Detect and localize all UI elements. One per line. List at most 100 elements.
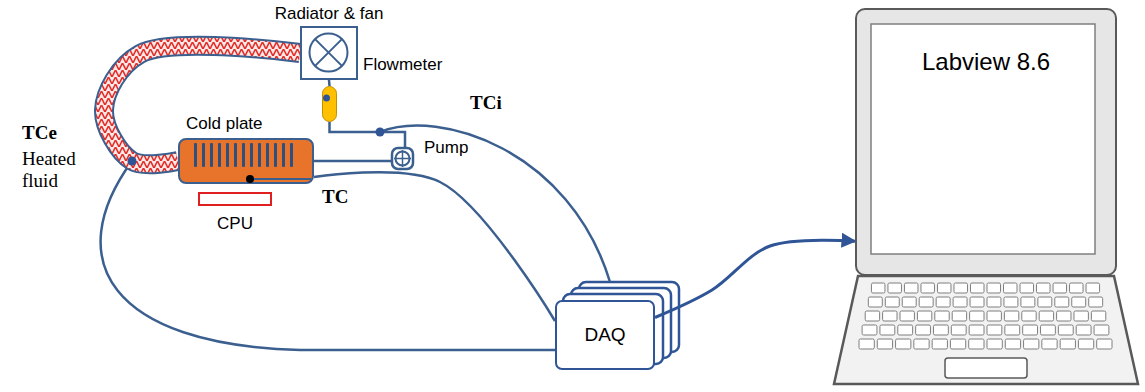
tube-line bbox=[314, 161, 392, 162]
keyboard-key bbox=[888, 283, 902, 293]
cpu-chip: CPU bbox=[198, 192, 272, 206]
drawing-part bbox=[194, 143, 197, 167]
keyboard-key bbox=[970, 311, 984, 321]
keyboard-key bbox=[1060, 339, 1075, 349]
keyboard-key bbox=[1097, 339, 1112, 349]
radiator-box: Radiator & fan bbox=[300, 26, 358, 80]
keyboard-key bbox=[953, 297, 967, 307]
keyboard-key bbox=[1070, 283, 1084, 293]
keyboard-key bbox=[868, 297, 882, 307]
drawing-part bbox=[246, 175, 254, 183]
drawing-part bbox=[310, 34, 348, 72]
keyboard-key bbox=[987, 325, 1002, 335]
pump-symbol-drawing bbox=[392, 148, 418, 174]
drawing-part bbox=[250, 178, 311, 180]
thermocouple-wire bbox=[380, 126, 610, 282]
cold-plate-drawing bbox=[180, 140, 312, 182]
keyboard-key bbox=[1024, 339, 1039, 349]
cold-plate: Cold plate bbox=[178, 138, 314, 184]
keyboard-key bbox=[917, 311, 931, 321]
tube-line bbox=[330, 122, 406, 148]
keyboard-key bbox=[921, 283, 935, 293]
keyboard-key bbox=[969, 325, 984, 335]
tube-line bbox=[314, 172, 555, 321]
keyboard-key bbox=[1021, 297, 1035, 307]
node-label: Cold plate bbox=[186, 114, 263, 134]
keyboard-key bbox=[883, 311, 897, 321]
node-label: Flowmeter bbox=[363, 55, 442, 75]
keyboard-key bbox=[932, 339, 947, 349]
keyboard-key bbox=[954, 283, 968, 293]
drawing-part bbox=[266, 143, 269, 167]
keyboard-key bbox=[871, 283, 885, 293]
drawing-part bbox=[315, 39, 342, 66]
keyboard-key bbox=[970, 283, 984, 293]
keyboard-key bbox=[902, 297, 916, 307]
keyboard-key bbox=[970, 297, 984, 307]
keyboard-key bbox=[1058, 325, 1073, 335]
keyboard-key bbox=[1042, 339, 1057, 349]
keyboard-key bbox=[916, 325, 931, 335]
thermocouple-label: TCi bbox=[470, 92, 502, 114]
keyboard-key bbox=[951, 325, 966, 335]
pump-symbol: Pump bbox=[392, 148, 418, 174]
thermocouple-wire bbox=[101, 161, 555, 350]
node-label: Pump bbox=[424, 138, 468, 158]
keyboard-key bbox=[904, 283, 918, 293]
laptop-base bbox=[834, 276, 1138, 384]
drawing-part bbox=[274, 143, 277, 167]
keyboard-key bbox=[1057, 311, 1071, 321]
thermocouple-label: TCe bbox=[22, 122, 57, 144]
tube-line bbox=[314, 172, 555, 321]
keyboard-key bbox=[877, 339, 892, 349]
keyboard-key bbox=[1072, 297, 1086, 307]
drawing-part bbox=[250, 143, 253, 167]
keyboard-key bbox=[1055, 297, 1069, 307]
keyboard-key bbox=[1039, 311, 1053, 321]
keyboard-key bbox=[919, 297, 933, 307]
keyboard-key bbox=[1078, 339, 1093, 349]
keyboard-key bbox=[1094, 325, 1109, 335]
keyboard-key bbox=[1089, 297, 1103, 307]
drawing-part bbox=[218, 143, 221, 167]
keyboard-key bbox=[880, 325, 895, 335]
thermocouple-label: TC bbox=[322, 186, 348, 208]
node-label: CPU bbox=[217, 214, 253, 234]
keyboard-key bbox=[1086, 283, 1100, 293]
keyboard-key bbox=[1037, 283, 1051, 293]
keyboard-key bbox=[1038, 297, 1052, 307]
thermocouple-dot bbox=[376, 128, 385, 137]
radiator-box-drawing bbox=[302, 28, 356, 78]
keyboard-key bbox=[914, 339, 929, 349]
keyboard-key bbox=[987, 311, 1001, 321]
drawing-part bbox=[226, 143, 229, 167]
touchpad bbox=[945, 358, 1027, 378]
node-label: Labview 8.6 bbox=[922, 48, 1050, 76]
data-cable bbox=[655, 240, 855, 317]
keyboard-key bbox=[865, 311, 879, 321]
keyboard-key bbox=[933, 325, 948, 335]
laptop-keyboard bbox=[834, 276, 1138, 384]
keyboard-key bbox=[862, 325, 877, 335]
keyboard-key bbox=[1074, 311, 1088, 321]
drawing-part bbox=[282, 143, 285, 167]
keyboard-key bbox=[987, 339, 1002, 349]
cable-line bbox=[655, 240, 855, 317]
drawing-part bbox=[315, 39, 342, 66]
keyboard-key bbox=[1053, 283, 1067, 293]
drawing-part bbox=[871, 24, 1095, 254]
drawing-part bbox=[202, 143, 205, 167]
laptop-keys bbox=[859, 283, 1112, 349]
keyboard-key bbox=[1041, 325, 1056, 335]
drawing-part bbox=[210, 143, 213, 167]
keyboard-key bbox=[969, 339, 984, 349]
node-label: Radiator & fan bbox=[275, 4, 384, 24]
laptop-screen: Labview 8.6 bbox=[855, 8, 1117, 276]
keyboard-key bbox=[1020, 283, 1034, 293]
drawing-part bbox=[290, 143, 293, 167]
drawing-part bbox=[392, 148, 413, 169]
tube-line bbox=[314, 160, 392, 163]
